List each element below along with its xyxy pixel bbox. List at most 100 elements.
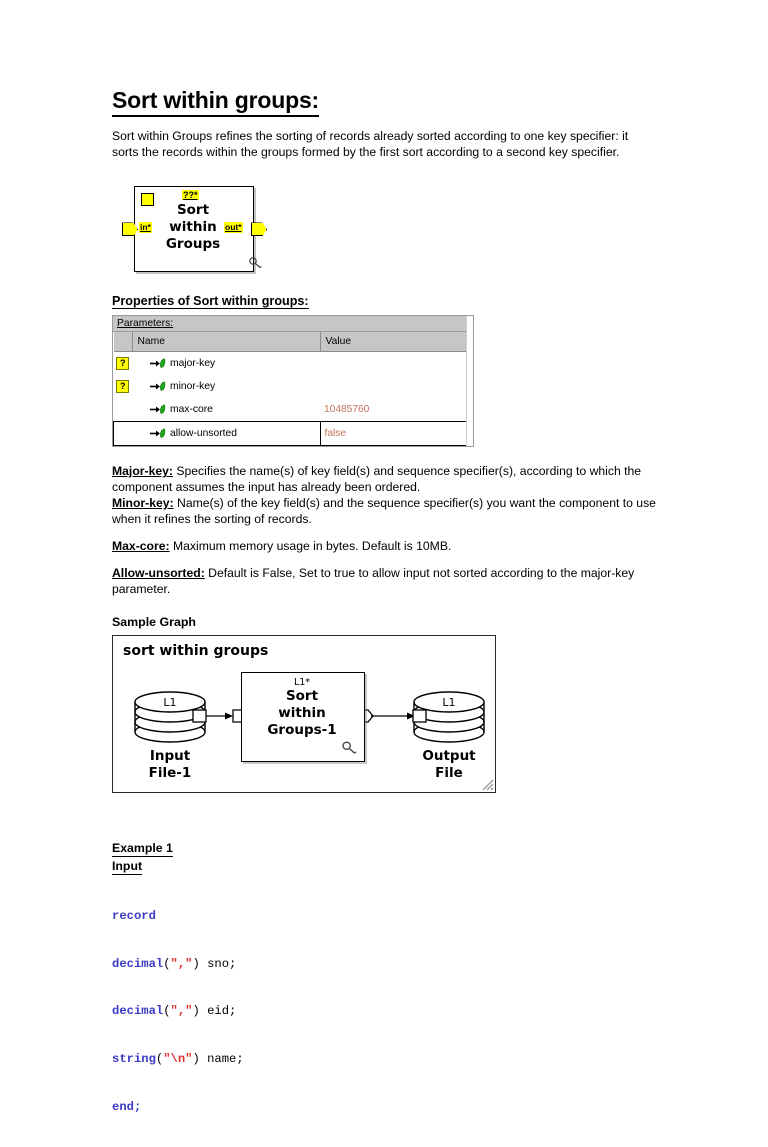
parameters-table-body: ? major-key <box>113 351 473 447</box>
sort-node-box <box>241 672 365 763</box>
panel-scrollbar[interactable] <box>466 316 473 447</box>
parameters-caption: Parameters: <box>113 316 473 333</box>
code-line: decimal(",") eid; <box>112 1004 668 1020</box>
help-icon-cell <box>113 421 132 447</box>
svg-text:L1: L1 <box>442 696 455 709</box>
help-icon-cell[interactable]: ? <box>113 375 132 399</box>
parameter-value-cell[interactable] <box>320 375 473 399</box>
component-title-line-1: Sort <box>176 202 210 219</box>
document-content: Sort within groups: Sort within Groups r… <box>112 87 668 1147</box>
definition-term: Major-key: <box>112 464 173 479</box>
parameter-value-label: false <box>324 428 347 440</box>
component-title-line-2: within <box>169 219 217 236</box>
resize-grip-icon[interactable] <box>480 777 494 791</box>
table-row[interactable]: max-core 10485760 <box>113 398 473 422</box>
output-file-cylinder-icon: L1 <box>413 691 485 744</box>
sort-node-title-line-3: Groups-1 <box>267 722 337 739</box>
help-icon-cell <box>113 398 132 422</box>
code-token: end; <box>112 1099 142 1114</box>
svg-text:L1: L1 <box>163 696 176 709</box>
column-header-icon[interactable] <box>113 332 133 353</box>
definition-text: Maximum memory usage in bytes. Default i… <box>169 538 452 553</box>
definition-term: Allow-unsorted: <box>112 565 205 580</box>
code-token: "\n" <box>163 1051 193 1066</box>
parameter-value-label: 10485760 <box>324 404 370 416</box>
out-port-icon <box>251 222 267 237</box>
help-question-icon[interactable]: ? <box>116 380 130 394</box>
parameter-definitions: Major-key: Specifies the name(s) of key … <box>112 464 668 597</box>
sort-node-title: Sort within Groups-1 <box>241 688 363 739</box>
parameter-name-label: allow-unsorted <box>170 428 237 440</box>
component-record-format-label: ??* <box>182 190 199 201</box>
input-file-out-port <box>192 709 207 724</box>
parameter-value-cell[interactable]: false <box>319 421 473 447</box>
document-page: Sort within groups: Sort within Groups r… <box>112 87 656 1114</box>
definition-text: Default is False, Set to true to allow i… <box>112 565 635 596</box>
output-file-label: Output File <box>394 748 504 782</box>
table-header-row: Name Value <box>113 332 473 353</box>
parameters-table-header: Name Value <box>113 332 473 353</box>
definition-term: Max-core: <box>112 538 170 553</box>
sort-node-record-label: L1* <box>293 677 311 689</box>
code-line: decimal(",") sno; <box>112 957 668 973</box>
parameter-value-cell[interactable]: 10485760 <box>320 398 473 422</box>
code-token: ) sno; <box>192 956 237 971</box>
parameter-name-cell[interactable]: allow-unsorted <box>132 421 320 447</box>
definition-minor-key: Minor-key: Name(s) of the key field(s) a… <box>112 496 660 528</box>
example-section: Example 1 Input record decimal(",") sno;… <box>112 839 668 1147</box>
graph-name-label: sort within groups <box>123 643 269 660</box>
output-file-label-line-1: Output <box>422 748 476 765</box>
sort-node-title-line-1: Sort <box>285 688 319 705</box>
input-file-label: Input File-1 <box>115 748 225 782</box>
example-heading: Example 1 <box>112 841 173 857</box>
table-row[interactable]: allow-unsorted false <box>113 421 473 447</box>
code-line: end; <box>112 1100 668 1116</box>
in-port-label: in* <box>139 222 152 234</box>
parameters-panel: Parameters: Name Value ? <box>112 315 474 448</box>
code-token: ( <box>163 956 171 971</box>
code-token: decimal <box>112 956 164 971</box>
input-arrow-leaf-icon <box>150 429 166 439</box>
code-token: record <box>112 909 156 924</box>
table-row[interactable]: ? major-key <box>113 351 473 376</box>
parameter-name-cell[interactable]: minor-key <box>132 375 320 399</box>
spacer <box>112 528 668 539</box>
input-file-cylinder-icon: L1 <box>134 691 206 744</box>
column-header-name[interactable]: Name <box>132 332 321 353</box>
parameter-name-label: max-core <box>170 404 213 416</box>
parameters-caption-text: Parameters: <box>117 318 174 330</box>
code-token: "," <box>170 1004 193 1019</box>
definition-allow-unsorted: Allow-unsorted: Default is False, Set to… <box>112 566 660 598</box>
definition-term: Minor-key: <box>112 496 174 511</box>
definition-text: Name(s) of the key field(s) and the sequ… <box>112 496 656 527</box>
input-arrow-leaf-icon <box>150 359 166 369</box>
code-token: "," <box>170 956 193 971</box>
definition-max-core: Max-core: Maximum memory usage in bytes.… <box>112 539 660 555</box>
graph-connections: L1 <box>134 691 485 744</box>
sample-graph-canvas: sort within groups L1 <box>112 635 496 794</box>
spacer <box>112 555 668 566</box>
column-header-value[interactable]: Value <box>320 332 473 353</box>
intro-paragraph: Sort within Groups refines the sorting o… <box>112 128 629 159</box>
example-subheading: Input <box>112 859 143 875</box>
component-icon-title: Sort within Groups <box>134 202 252 253</box>
input-arrow-leaf-icon <box>150 405 166 415</box>
sort-node-title-line-2: within <box>278 705 326 722</box>
code-line: string("\n") name; <box>112 1052 668 1068</box>
component-icon: ??* Sort within Groups in* out* <box>120 182 270 274</box>
input-arrow-leaf-icon <box>150 382 166 392</box>
code-block: record decimal(",") sno; decimal(",") ei… <box>112 877 668 1147</box>
parameter-value-cell[interactable] <box>320 351 473 376</box>
code-token: ( <box>163 1004 171 1019</box>
code-token: string <box>112 1051 156 1066</box>
output-file-label-line-2: File <box>435 765 463 782</box>
out-port-label: out* <box>224 222 243 234</box>
help-icon-cell[interactable]: ? <box>113 351 132 376</box>
code-token: ( <box>155 1051 164 1066</box>
parameter-name-cell[interactable]: max-core <box>132 398 320 422</box>
component-status-square-icon <box>141 193 154 207</box>
table-row[interactable]: ? minor-key <box>113 375 473 399</box>
parameter-name-cell[interactable]: major-key <box>132 351 320 376</box>
parameter-name-label: minor-key <box>170 381 216 393</box>
help-question-icon[interactable]: ? <box>116 357 130 371</box>
